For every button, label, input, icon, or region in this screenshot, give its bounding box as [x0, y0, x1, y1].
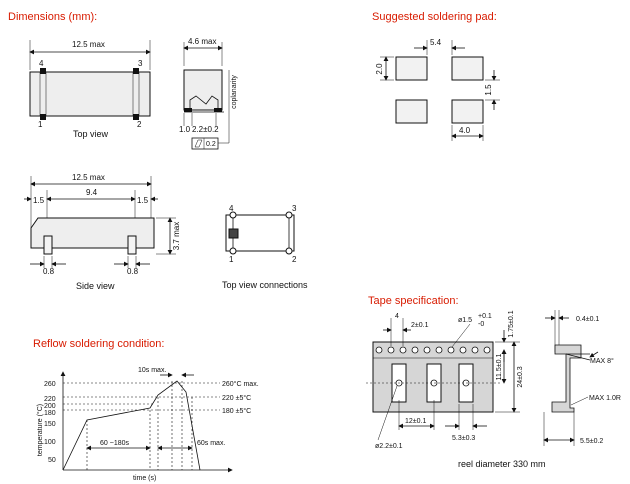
tape-hole-dia: ø1.5 — [458, 317, 472, 324]
side-height: 3.7 max — [172, 222, 181, 250]
reflow-mid: 220 ±5°C — [222, 394, 251, 402]
reflow-peak: 260°C max. — [222, 380, 259, 388]
end-dim-a: 1.0 — [179, 125, 191, 134]
conn-pin2: 2 — [292, 255, 297, 264]
top-view-caption: Top view — [73, 129, 109, 139]
tape-pitch-top: 4 — [395, 313, 399, 320]
tape-thickness: 0.4±0.1 — [576, 316, 599, 323]
reflow-above: 60s max. — [197, 440, 225, 447]
reflow-chart: temperature (°C) time (s) 260 220 200 18… — [36, 367, 259, 482]
end-view-drawing: 4.6 max coplanarity 1.0 2.2±0.2 0.2 — [179, 37, 238, 150]
soldering-pad-drawing: 5.4 2.0 1.5 4.0 — [375, 38, 500, 141]
tape-row: 11.5±0.1 — [496, 354, 503, 381]
side-left-end: 1.5 — [33, 196, 45, 205]
tape-radius: MAX 1.0R — [589, 395, 621, 402]
side-right-pin: 0.8 — [127, 267, 139, 276]
end-tolerance: 0.2 — [206, 141, 216, 148]
pad-spacing: 1.5 — [484, 84, 493, 96]
tape-angle: MAX 8° — [590, 357, 614, 365]
side-view-caption: Side view — [76, 281, 115, 291]
top-pin1: 1 — [38, 120, 43, 129]
top-view-length: 12.5 max — [72, 40, 105, 49]
reflow-x-label: time (s) — [133, 475, 156, 482]
conn-pin1: 1 — [229, 255, 234, 264]
connections-drawing: 4 3 1 2 Top view connections — [222, 204, 308, 290]
end-dim-b: 2.2±0.2 — [192, 125, 219, 134]
reflow-y-label: temperature (°C) — [36, 404, 44, 456]
tape-heading: Tape specification: — [368, 295, 459, 307]
pad-gap: 5.4 — [430, 38, 442, 47]
top-pin2: 2 — [137, 120, 142, 129]
tape-width: 24±0.3 — [517, 366, 524, 387]
reflow-tick-150: 150 — [44, 421, 56, 428]
tape-pocket-offset: 5.3±0.3 — [452, 435, 475, 442]
side-view-pitch: 9.4 — [86, 188, 98, 197]
side-view-length: 12.5 max — [72, 173, 105, 182]
reflow-profile-curve — [62, 380, 201, 471]
top-pin4: 4 — [39, 59, 44, 68]
connections-caption: Top view connections — [222, 280, 308, 290]
reflow-tick-100: 100 — [44, 439, 56, 446]
side-right-end: 1.5 — [137, 196, 149, 205]
reflow-tick-50: 50 — [48, 457, 56, 464]
tape-edge: 1.75±0.1 — [508, 310, 515, 337]
tape-hole-plus: +0.1 — [478, 313, 492, 320]
reflow-heading: Reflow soldering condition: — [33, 338, 164, 350]
tape-hole-minus: -0 — [478, 321, 484, 328]
tape-pocket-pitch: 12±0.1 — [405, 418, 426, 425]
tape-drawing: 4 2±0.1 ø1.5 +0.1 -0 1.75±0.1 11.5±0.1 2… — [366, 310, 621, 469]
tape-hole-pitch: 2±0.1 — [411, 322, 429, 329]
reflow-preheat: 60 ~180s — [100, 440, 129, 447]
tape-pocket-hole: ø2.2±0.1 — [375, 443, 403, 450]
reflow-tick-180: 180 — [44, 410, 56, 417]
soldering-pad-heading: Suggested soldering pad: — [372, 11, 497, 23]
reflow-tick-260: 260 — [44, 381, 56, 388]
conn-pin4: 4 — [229, 204, 234, 213]
side-left-pin: 0.8 — [43, 267, 55, 276]
top-pin3: 3 — [138, 59, 143, 68]
reel-diameter: reel diameter 330 mm — [458, 459, 546, 469]
reflow-tick-200: 200 — [44, 403, 56, 410]
coplanarity-label: coplanarity — [231, 75, 238, 109]
pad-height: 2.0 — [375, 63, 384, 75]
conn-pin3: 3 — [292, 204, 297, 213]
reflow-low: 180 ±5°C — [222, 407, 251, 415]
top-view-drawing: 12.5 max 4 3 1 2 Top view — [29, 40, 151, 139]
reflow-tick-220: 220 — [44, 396, 56, 403]
side-view-drawing: 12.5 max 9.4 1.5 1.5 3.7 max 0.8 0.8 Sid… — [24, 173, 181, 291]
dimensions-heading: Dimensions (mm): — [8, 11, 97, 23]
tape-depth: 5.5±0.2 — [580, 438, 603, 445]
pad-width: 4.0 — [459, 126, 471, 135]
end-view-width: 4.6 max — [188, 37, 216, 46]
reflow-peak-time: 10s max. — [138, 367, 166, 374]
